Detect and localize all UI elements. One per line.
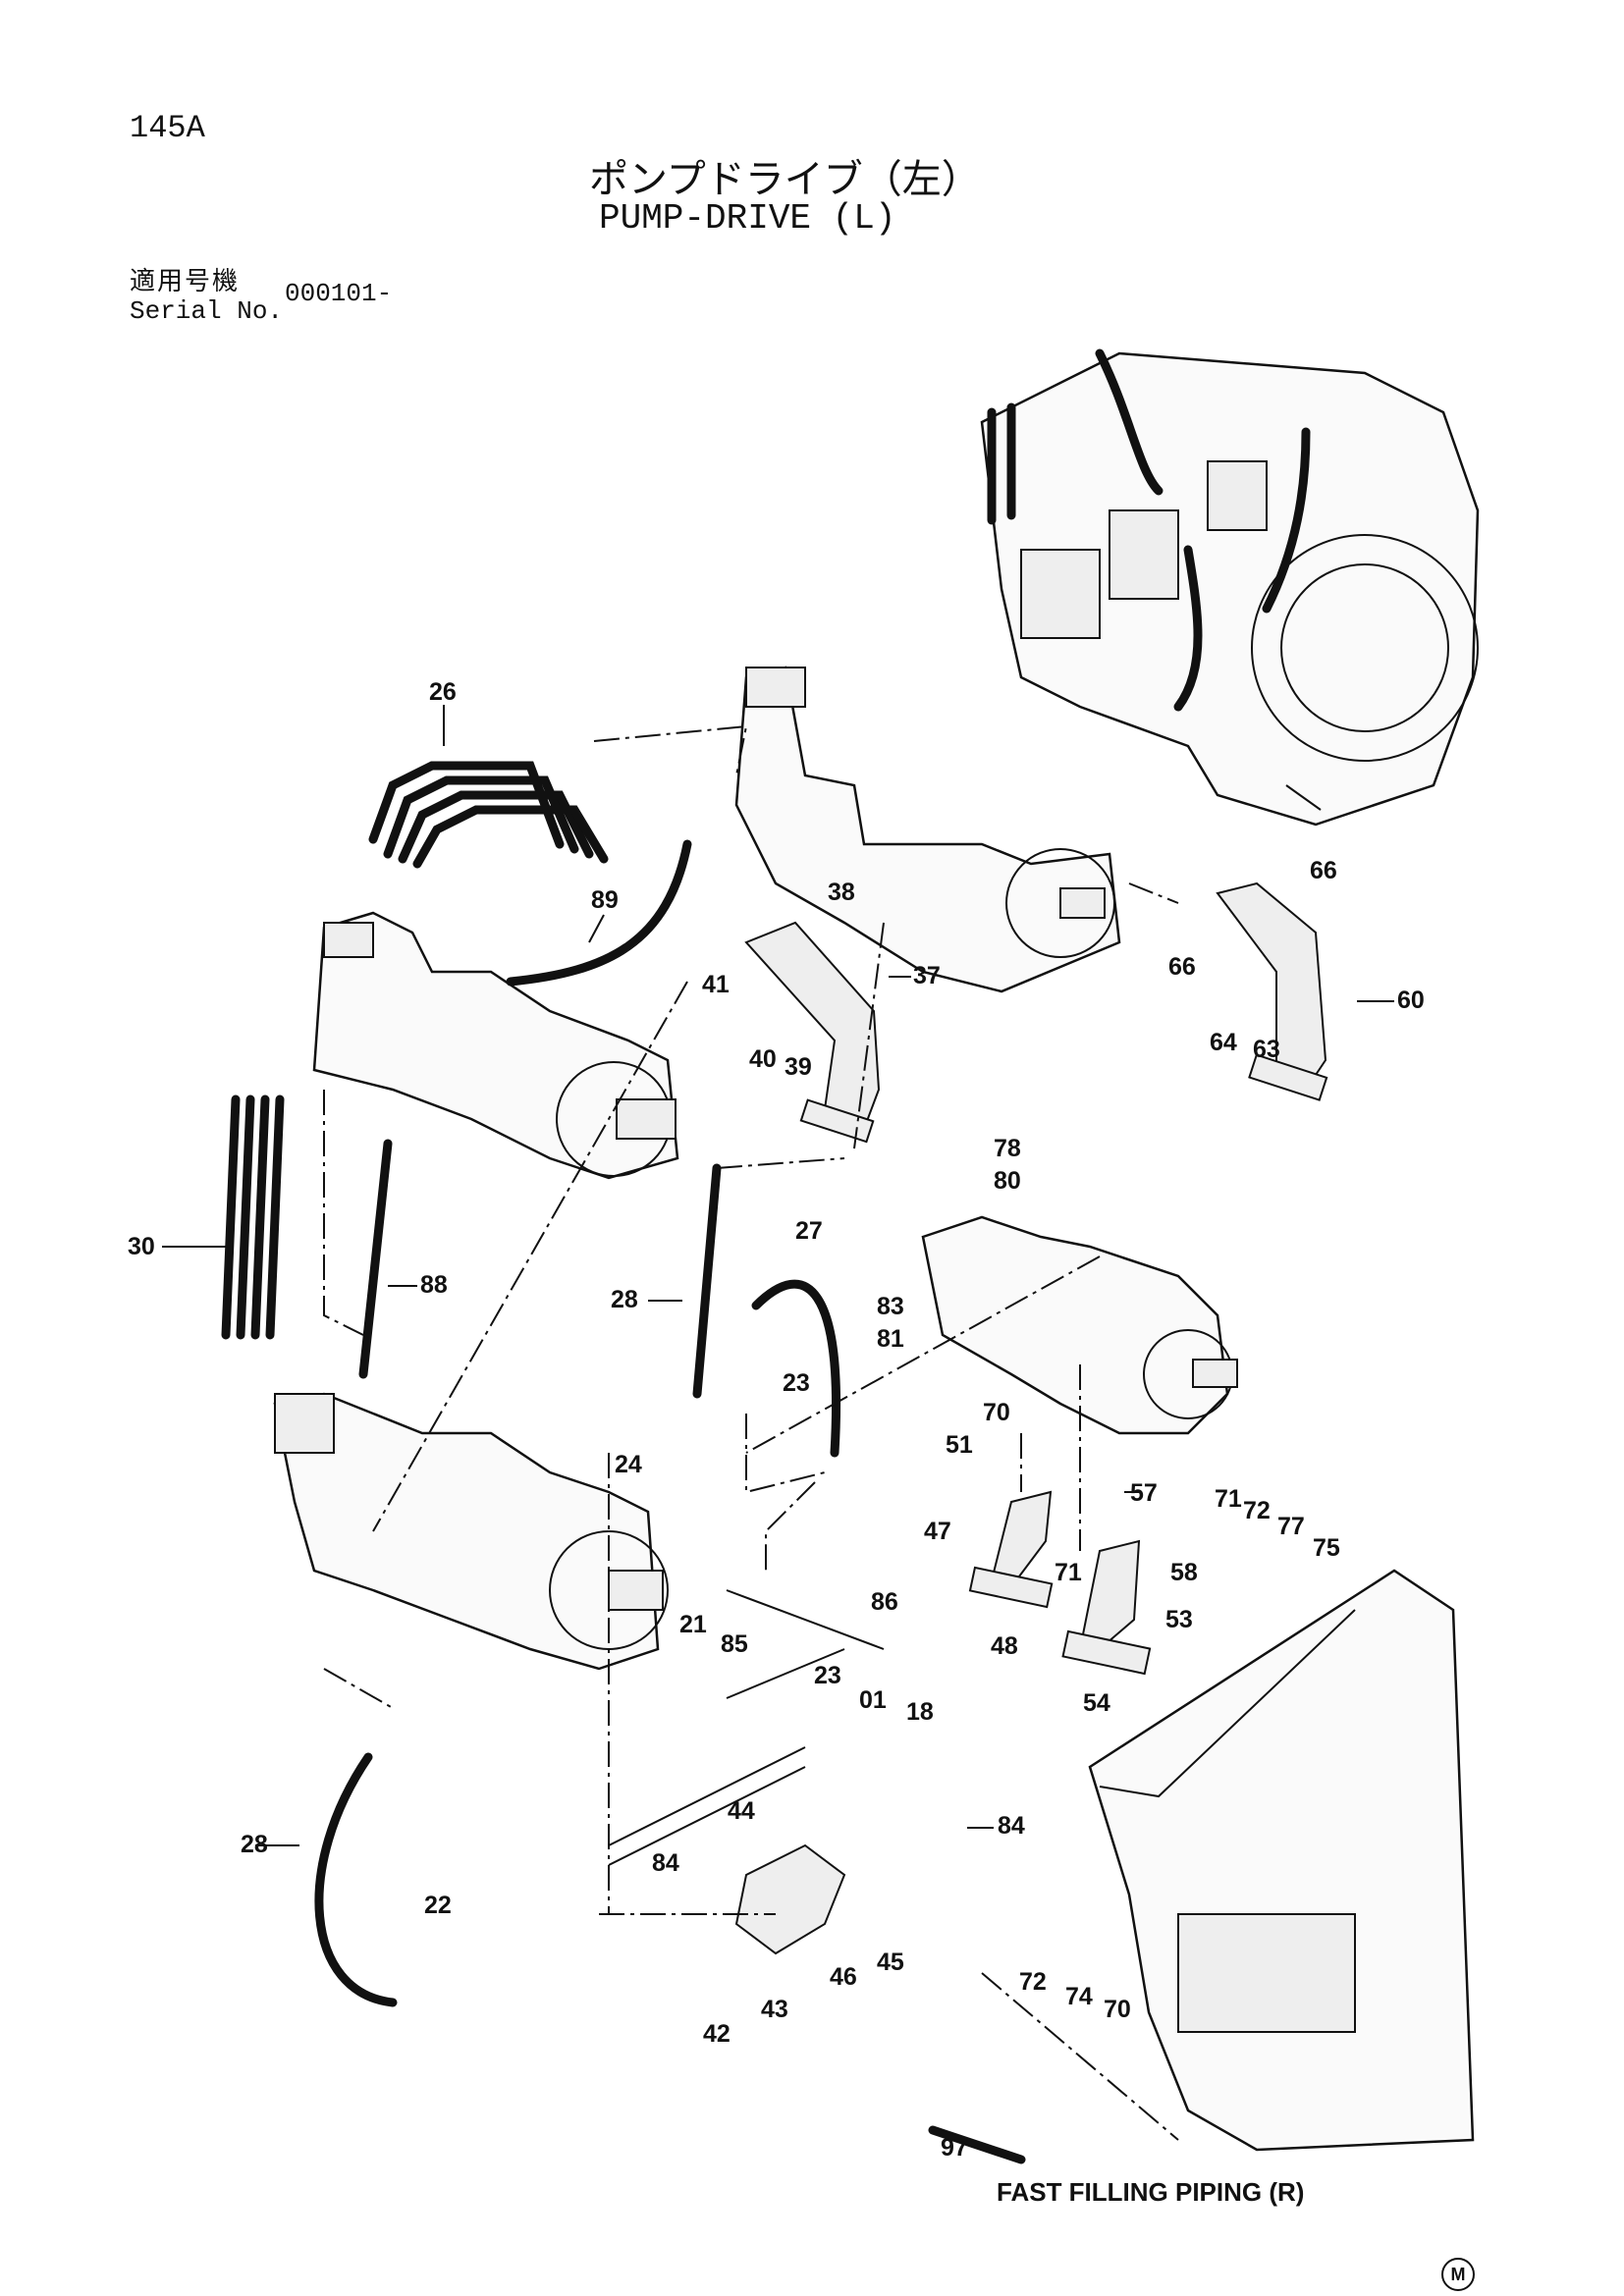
callout-58: 58 — [1170, 1559, 1198, 1586]
callout-60: 60 — [1397, 987, 1425, 1014]
callout-63: 66 — [1168, 953, 1196, 981]
callout-88: 88 — [420, 1271, 448, 1299]
serial-label-en: Serial No. — [130, 296, 284, 326]
callout-81: 83 — [877, 1293, 904, 1320]
callout-38: 38 — [828, 879, 855, 906]
callout-78: 80 — [994, 1167, 1021, 1195]
hoses — [221, 761, 1026, 2164]
tank-illustration — [1088, 1569, 1475, 2152]
engine-assembly-illustration — [980, 348, 1480, 827]
callout-71-b: 72 — [1019, 1968, 1047, 1996]
callout-85: 85 — [721, 1630, 748, 1658]
callout-89: 89 — [591, 886, 619, 914]
callout-46: 46 — [830, 1963, 857, 1991]
callout-44: 44 — [728, 1797, 755, 1825]
upper-pump-illustration — [734, 666, 1121, 993]
callout-53: 53 — [1165, 1606, 1193, 1633]
page-number: 145A — [130, 110, 205, 146]
page-title-jp: ポンプドライブ（左） — [589, 157, 981, 202]
right-pump-illustration — [921, 1215, 1238, 1435]
callout-43: 43 — [761, 1996, 788, 2023]
callout-42: 42 — [703, 2020, 731, 2048]
callout-30: 30 — [128, 1233, 155, 1260]
m-mark-icon: M — [1441, 2258, 1475, 2291]
callout-leader-ticks — [162, 705, 1394, 1846]
callout-27: 28 — [611, 1286, 638, 1313]
callout-66-b: 71 — [1055, 1559, 1082, 1586]
callout-47: 47 — [924, 1518, 951, 1545]
callout-70: 70 — [1104, 1996, 1131, 2023]
callout-86: 86 — [871, 1588, 898, 1616]
callout-48: 48 — [991, 1632, 1018, 1660]
leader-lines — [323, 724, 1179, 2141]
callout-45: 45 — [877, 1949, 904, 1976]
serial-value: 000101- — [285, 279, 393, 308]
callout-84: 84 — [652, 1849, 679, 1877]
callout-51: 51 — [946, 1431, 973, 1459]
callout-37: 37 — [913, 962, 941, 989]
callout-77: 78 — [994, 1135, 1021, 1162]
callout-01: 01 — [859, 1686, 887, 1714]
callout-24: 24 — [615, 1451, 642, 1478]
middle-pump-illustration — [312, 911, 679, 1180]
callout-41: 41 — [702, 971, 730, 998]
flange-pipes — [734, 881, 1328, 1955]
callout-54: 54 — [1083, 1689, 1110, 1717]
callout-labels: 26 89 41 38 37 40 39 66 66 60 64 63 30 8… — [128, 678, 1425, 2162]
callout-97: 97 — [941, 2134, 968, 2162]
callout-21: 21 — [679, 1611, 707, 1638]
callout-64: 66 — [1310, 857, 1337, 884]
callout-71-a: 71 — [1215, 1485, 1242, 1513]
callout-66-a: 70 — [983, 1399, 1010, 1426]
fast-filling-piping-note: FAST FILLING PIPING (R) — [997, 2177, 1305, 2207]
callout-72-b: 74 — [1065, 1983, 1093, 2010]
callout-23: 23 — [783, 1369, 810, 1397]
lower-pump-illustration — [273, 1392, 669, 1671]
callout-62: 64 — [1210, 1029, 1237, 1056]
page-title-en: PUMP-DRIVE (L) — [599, 198, 896, 239]
callout-39: 39 — [785, 1053, 812, 1081]
callout-22: 22 — [424, 1892, 452, 1919]
callout-80: 81 — [877, 1325, 904, 1353]
callout-23-b: 23 — [814, 1662, 841, 1689]
callout-61: 63 — [1253, 1036, 1280, 1063]
callout-40: 40 — [749, 1045, 777, 1073]
callout-31: 26 — [429, 678, 457, 706]
callout-26: 27 — [795, 1217, 823, 1245]
callout-72-a: 72 — [1243, 1497, 1271, 1524]
callout-75: 77 — [1277, 1513, 1305, 1540]
serial-label-jp: 適用号機 — [130, 267, 241, 296]
callout-83: 84 — [998, 1812, 1025, 1840]
callout-18: 18 — [906, 1698, 934, 1726]
callout-74: 75 — [1313, 1534, 1340, 1562]
